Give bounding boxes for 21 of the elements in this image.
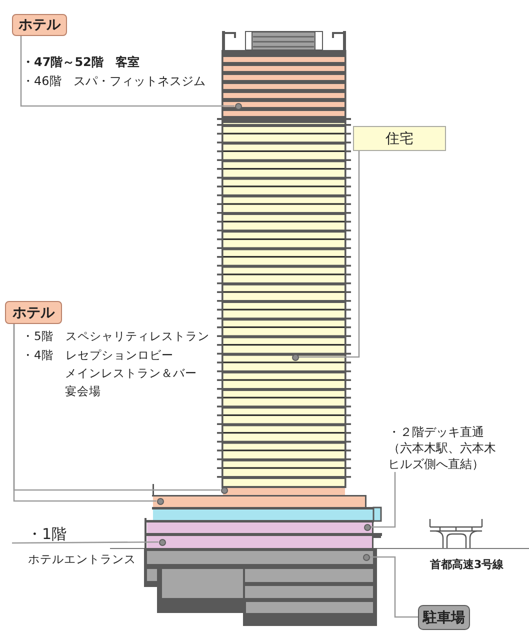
floor-description: 宴会場: [65, 383, 101, 399]
callout-text: ・２階デッキ直通 （六本木駅、六本木ヒルズ側へ直結）: [388, 424, 504, 472]
road-label: 首都高速3号線: [430, 557, 504, 573]
callout-text: ・1階: [12, 526, 66, 543]
category-tag: 住宅: [353, 126, 446, 151]
leader-line: [12, 541, 158, 544]
floor-description: ・47階～52階 客室: [22, 54, 140, 70]
leader-line: [20, 36, 234, 107]
category-tag: ホテル: [5, 301, 62, 324]
leader-line: [298, 151, 360, 358]
floor-description: ・4階 レセプションロビー: [22, 347, 174, 363]
leader-line: [13, 324, 156, 502]
floor-description: ・46階 スパ・フィットネスジム: [22, 73, 206, 89]
category-tag: ホテル: [12, 14, 67, 36]
leader-line: [370, 472, 396, 528]
marker-dot-icon: [220, 486, 228, 494]
floor-description: メインレストラン＆バー: [65, 365, 197, 381]
floor-description: ・5階 スペシャリティレストラン: [22, 328, 210, 344]
floor-description: ホテルエントランス: [28, 551, 136, 567]
category-tag: 駐車場: [418, 605, 470, 630]
leader-line: [370, 556, 418, 618]
